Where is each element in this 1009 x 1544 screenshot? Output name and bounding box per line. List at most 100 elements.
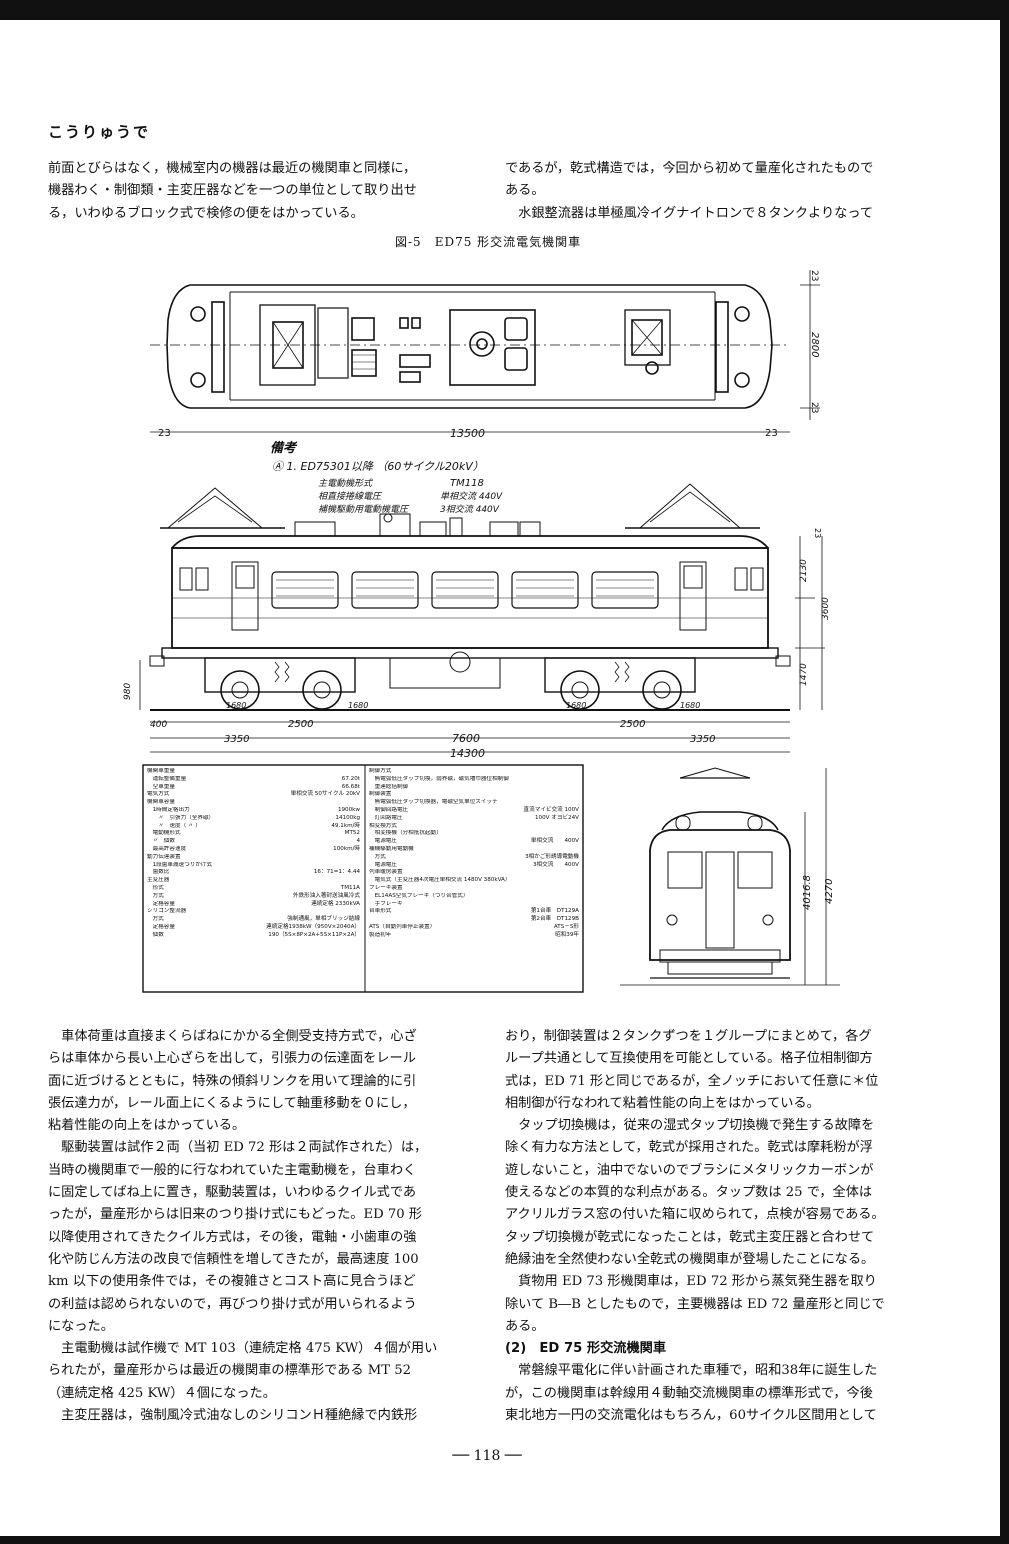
dim-label: 23 — [813, 528, 822, 538]
spec-value: 第1台車 DT129A — [530, 908, 579, 915]
spec-label: 機関車重量 — [147, 768, 175, 774]
text-line: タップ切換機が乾式になったことは，乾式主変圧器と合わせて — [505, 1229, 875, 1245]
spec-value: 3相かご形誘導電動機 — [525, 853, 579, 860]
spec-table-right: 制御方式 無電弧低圧タップ切換，弱界磁，磁気増巾器位相制御 重連総括制御制御装置… — [369, 768, 579, 940]
notes-line: 3相交流 440V — [440, 504, 500, 515]
spec-row: 機関車重量 — [147, 768, 360, 776]
spec-value: 67.20t — [341, 775, 360, 782]
spec-row: 相変換機（分相抵抗起動） — [369, 830, 579, 838]
text-line: 粘着性能の向上をはかっている。 — [48, 1118, 246, 1134]
spec-value — [356, 854, 360, 862]
spec-value — [356, 799, 360, 807]
spec-label: ATS（自動列車停止装置） — [369, 923, 436, 930]
spec-value: TM11A — [340, 884, 360, 891]
spec-row: 〃 引張力（全界磁）14100kg — [147, 815, 360, 823]
notes-title: 備考 — [270, 440, 298, 456]
spec-value — [356, 877, 360, 885]
spec-row: 定格容量連続定格1938kW（950V×2040A） — [147, 924, 360, 932]
dim-label: 23 — [809, 270, 819, 281]
spec-label: 無電弧低圧タップ切換器，電磁空気単位スイッチ — [369, 799, 498, 806]
spec-label: 補機駆動用電動機 — [369, 845, 414, 852]
spec-label: 〃 個数 — [147, 838, 175, 845]
spec-value — [575, 784, 579, 792]
spec-value: 4 — [356, 838, 360, 845]
subheading: (2) ED 75 形交流機関車 — [505, 1341, 667, 1357]
spec-value: 3相交流 400V — [532, 861, 579, 868]
spec-label: 運転整備重量 — [147, 775, 187, 782]
dim-label: 4270 — [824, 879, 835, 904]
spec-value: MT52 — [344, 830, 360, 837]
spec-value — [356, 768, 360, 776]
spec-value: 第2台車 DT129B — [530, 916, 579, 923]
spec-value — [575, 823, 579, 831]
spec-value: 49.1km/時 — [331, 822, 360, 829]
spec-value — [575, 799, 579, 807]
spec-label: 制御方式 — [369, 768, 392, 774]
text-line: であるが，乾式構造では，今回から初めて量産化されたもので — [505, 161, 874, 176]
text-line: 式は，ED 71 形と同じであるが，全ノッチにおいて任意に＊位 — [505, 1073, 879, 1089]
spec-value — [575, 877, 579, 885]
text-line: られたが，量産形からは最近の機関車の標準形である MT 52 — [48, 1363, 412, 1379]
spec-value: 連続定格 2330kVA — [311, 900, 360, 907]
spec-value: 1900kw — [337, 806, 360, 813]
spec-label: 〃 引張力（全界磁） — [147, 814, 215, 821]
dim-label: 4016.8 — [802, 875, 813, 910]
spec-label: ブレーキ装置 — [369, 884, 403, 891]
spec-value — [575, 893, 579, 901]
notes-line: 主電動機形式 — [318, 478, 373, 489]
dim-label: 2500 — [288, 719, 313, 730]
top-left-column: 前面とびらはなく，機械室内の機器は最近の機関車と同様に， 機器わく・制御類・主変… — [48, 158, 468, 225]
dim-label: 400 — [150, 720, 167, 730]
spec-label: 機関車容量 — [147, 799, 175, 806]
text-line: アクリルガラス窓の付いた箱に収められて，点検が容易である。 — [505, 1207, 885, 1223]
spec-label: 相変換方式 — [369, 822, 397, 829]
spec-label: 1時間定格出力 — [147, 806, 190, 813]
dim-label: 1680 — [348, 701, 368, 710]
dim-label: 3350 — [690, 734, 715, 745]
text-line: （連続定格 425 KW）４個になった。 — [48, 1385, 276, 1401]
notes-line: 相直接捲線電圧 — [318, 491, 383, 502]
text-line: 遊しないこと，油中でないのでブラシにメタリックカーボンが — [505, 1162, 874, 1178]
text-line: 常磐線平電化に伴い計画された車種で，昭和38年に誕生した — [505, 1363, 878, 1379]
spec-row: 電動機形式 MT52 — [147, 830, 360, 838]
text-line: 東北地方一円の交流電化はもちろん，60サイクル区間用として — [505, 1408, 877, 1424]
text-line: 駆動装置は試作２両（当初 ED 72 形は２両試作された）は， — [48, 1140, 428, 1156]
spec-value — [575, 791, 579, 799]
spec-label: 列車暖房装置 — [369, 869, 403, 876]
spec-label: 電気式（主変圧器4次電圧単相交流 1480V 380kVA） — [369, 877, 511, 884]
notes-line: Ⓐ 1. ED75301以降 （60サイクル20kV） — [272, 460, 484, 473]
text-line: になった。 — [48, 1318, 114, 1334]
spec-label: 動力伝達装置 — [147, 853, 181, 860]
text-line: 相制御が行なわれて粘着性能の向上をはかっている。 — [505, 1095, 820, 1111]
text-line: に固定してばね上に置き，駆動装置は，いわゆるクイル式であ — [48, 1185, 417, 1201]
dim-label: 1470 — [799, 663, 809, 686]
dim-label: 14300 — [450, 747, 485, 760]
text-line: ったが，量産形からは旧来のつり掛け式にもどった。ED 70 形 — [48, 1207, 422, 1223]
scan-bottom-edge — [0, 1536, 1009, 1544]
dim-label: 2500 — [620, 719, 645, 730]
spec-value: 直流マイビ交流 100V — [523, 806, 579, 813]
notes-line: TM118 — [450, 478, 484, 489]
dim-label: 980 — [123, 683, 133, 700]
text-line: 主変圧器は，強制風冷式油なしのシリコンＨ種絶縁で内鉄形 — [48, 1408, 418, 1424]
text-line: 前面とびらはなく，機械室内の機器は最近の機関車と同様に， — [48, 161, 417, 176]
spec-label: 電動機形式 — [147, 830, 181, 837]
spec-row: 方式外鉄形油入著封送油風冷式 — [147, 893, 360, 901]
spec-row: 〃 速度（ 〃 ）49.1km/時 — [147, 823, 360, 831]
text-line: る，いわゆるブロック式で検修の便をはかっている。 — [48, 205, 364, 221]
spec-value: 100km/時 — [333, 845, 360, 852]
spec-label: 1段歯車減速つりかけ式 — [147, 861, 213, 868]
notes-line: 補機駆動用電動機電圧 — [318, 504, 410, 515]
text-line: おり，制御装置は２タンクずつを１グループにまとめて，各グ — [505, 1029, 872, 1044]
text-line: 使えるなどの本質的な利点がある。タップ数は 25 で，全体は — [505, 1185, 873, 1201]
spec-row: 主変圧器 — [147, 877, 360, 885]
dim-label: 23 — [809, 402, 819, 413]
spec-row: 製造初年昭和39年 — [369, 932, 579, 940]
text-line: 除いて B―B としたもので，主要機器は ED 72 量産形と同じで — [505, 1296, 885, 1312]
spec-value: 66.68t — [341, 783, 360, 790]
text-line: 絶縁油を全然使わない全乾式の機関車が登場したことになる。 — [505, 1251, 875, 1267]
spec-value — [356, 908, 360, 916]
spec-value — [575, 846, 579, 854]
spec-label: 個数 — [147, 931, 164, 938]
